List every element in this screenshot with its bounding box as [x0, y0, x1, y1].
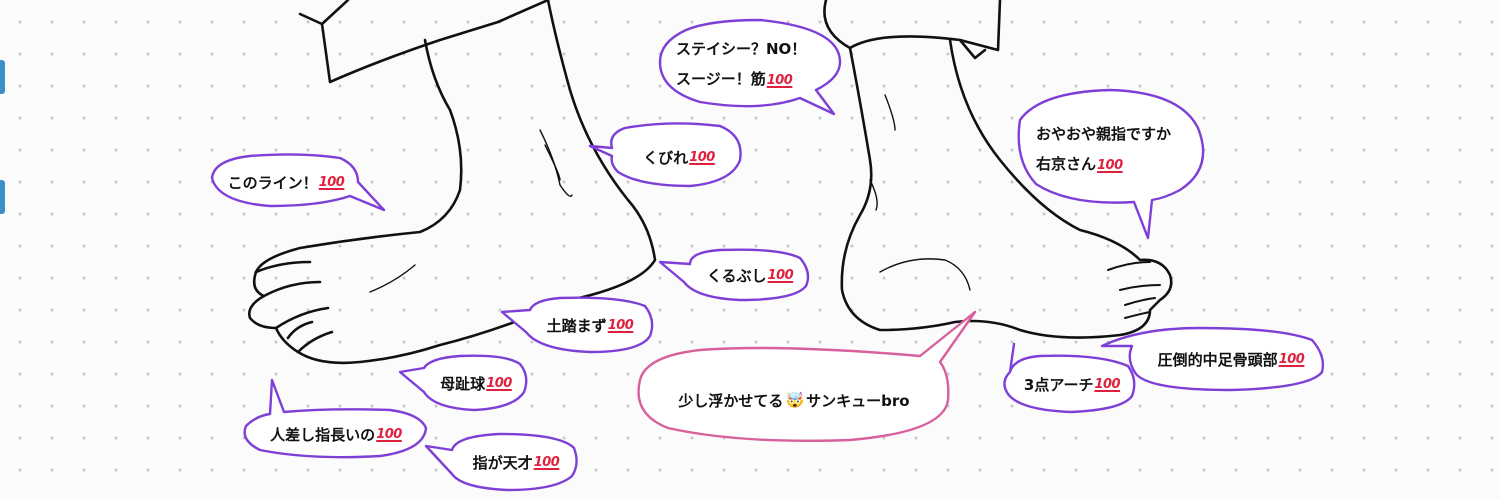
- speech-bubble-oyaoya: [1017, 88, 1205, 240]
- santen-label: 3点アーチ: [1023, 375, 1094, 394]
- oyaoya-line-2: 右京さん100: [1036, 149, 1123, 181]
- speech-bubble-santen: [1003, 342, 1136, 414]
- speech-bubble-stacy: [658, 18, 842, 116]
- speech-bubble-attou: [1100, 326, 1325, 392]
- boshikyu-label: 母趾球: [440, 374, 486, 393]
- speech-bubble-kurubushi: [658, 248, 810, 302]
- bubble-text-kono-line: このライン！100: [214, 160, 358, 204]
- stacy-line-2: スージー！筋100: [676, 64, 793, 96]
- tsuchifumazu-label: 土踏まず: [546, 316, 607, 335]
- speech-bubble-kono-line: [210, 153, 386, 212]
- kono-line-label: このライン！: [227, 173, 318, 192]
- speech-bubble-sukoshi: [637, 310, 977, 442]
- sukoshi-tail-label: サンキューbro: [806, 391, 910, 410]
- yubi-tensai-label: 指が天才: [472, 453, 533, 472]
- hundred-points-icon: 100: [1278, 351, 1305, 367]
- kubire-label: くびれ: [643, 148, 689, 167]
- bubble-text-oyaoya: おやおや親指ですか 右京さん100: [1036, 106, 1206, 194]
- hundred-points-icon: 100: [486, 375, 512, 391]
- speech-bubble-kubire: [588, 122, 742, 188]
- speech-bubble-tsuchifumazu: [500, 296, 654, 354]
- edge-indicator: [0, 60, 5, 94]
- speech-bubble-hitosashi: [243, 378, 428, 459]
- hundred-points-icon: 100: [607, 317, 634, 333]
- stacy-line-1: ステイシー？NO！: [676, 40, 807, 58]
- hundred-points-icon: 100: [376, 426, 402, 442]
- hitosashi-label: 人差し指長いの: [270, 425, 376, 444]
- speech-bubble-boshikyu: [398, 354, 528, 412]
- hundred-points-icon: 100: [767, 267, 794, 283]
- edge-indicator: [0, 180, 5, 214]
- hundred-points-icon: 100: [1097, 158, 1123, 173]
- bubble-text-sukoshi: 少し浮かせてる🤯サンキューbro: [640, 362, 948, 438]
- hundred-points-icon: 100: [533, 454, 560, 470]
- bubble-text-stacy: ステイシー？NO！ スージー！筋100: [676, 32, 826, 98]
- exploding-head-icon: 🤯: [785, 391, 805, 409]
- oyaoya-line-1: おやおや親指ですか: [1036, 125, 1172, 143]
- hundred-points-icon: 100: [689, 149, 715, 165]
- hundred-points-icon: 100: [318, 174, 345, 190]
- hundred-points-icon: 100: [1094, 376, 1121, 392]
- hundred-points-icon: 100: [766, 73, 793, 88]
- speech-bubble-yubi-tensai: [424, 432, 578, 492]
- attou-label: 圧倒的中足骨頭部: [1157, 350, 1278, 369]
- kurubushi-label: くるぶし: [706, 266, 767, 285]
- sukoshi-label: 少し浮かせてる: [678, 391, 784, 410]
